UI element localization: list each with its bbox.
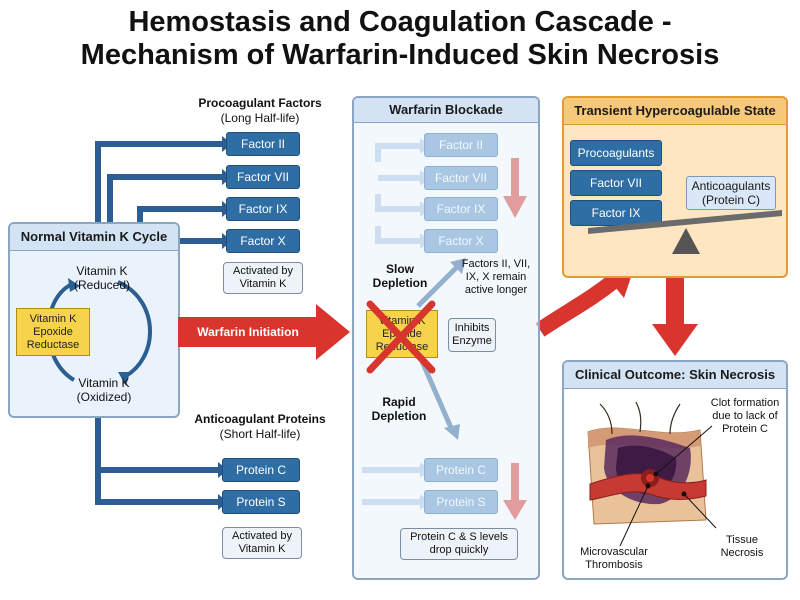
tissue-necrosis-label: Tissue Necrosis <box>720 534 764 559</box>
title-line-2: Mechanism of Warfarin-Induced Skin Necro… <box>80 39 720 71</box>
anticoagulant-heading: Anticoagulant Proteins <box>194 412 326 426</box>
procoagulant-subheading: (Long Half-life) <box>220 111 300 125</box>
anticoagulant-activated-note: Activated by Vitamin K <box>222 527 302 559</box>
blockade-protein-s: Protein S <box>424 490 498 514</box>
procoagulant-heading: Procoagulant Factors <box>198 96 322 110</box>
factor-ix-box: Factor IX <box>226 197 300 221</box>
vitamin-k-cycle-header: Normal Vitamin K Cycle <box>10 224 178 251</box>
anticoagulants-box: Anticoagulants (Protein C) <box>686 176 776 210</box>
hypercoagulable-header: Transient Hypercoagulable State <box>564 98 786 125</box>
blockade-factor-ii: Factor II <box>424 133 498 157</box>
vkor-enzyme-box: Vitamin K Epoxide Reductase <box>16 308 90 356</box>
protein-s-box: Protein S <box>222 490 300 514</box>
warfarin-blockade-header: Warfarin Blockade <box>354 98 538 123</box>
microvascular-thrombosis-label: Microvascular Thrombosis <box>580 546 648 571</box>
factor-vii-box: Factor VII <box>226 165 300 189</box>
blockade-protein-c: Protein C <box>424 458 498 482</box>
anticoagulant-subheading: (Short Half-life) <box>219 427 301 441</box>
blockade-factor-ix: Factor IX <box>424 197 498 221</box>
protein-c-box: Protein C <box>222 458 300 482</box>
clinical-outcome-header: Clinical Outcome: Skin Necrosis <box>564 362 786 389</box>
title-line-1: Hemostasis and Coagulation Cascade - <box>128 6 672 38</box>
arrow-to-outcome <box>652 278 698 356</box>
hyper-factor-ix-box: Factor IX <box>570 200 662 226</box>
page-title: Hemostasis and Coagulation Cascade - Mec… <box>0 6 800 72</box>
blockade-factor-x: Factor X <box>424 229 498 253</box>
procoagulants-box: Procoagulants <box>570 140 662 166</box>
factor-x-box: Factor X <box>226 229 300 253</box>
inhibits-enzyme-note: Inhibits Enzyme <box>448 318 496 352</box>
warfarin-initiation-label: Warfarin Initiation <box>197 325 299 339</box>
curve-arrow-to-hypercoag <box>535 273 620 337</box>
vitamin-k-oxidized-label: Vitamin K (Oxidized) <box>76 376 132 404</box>
protein-drop-note: Protein C & S levels drop quickly <box>400 528 518 560</box>
factors-active-note: Factors II, VII, IX, X remain active lon… <box>461 258 531 296</box>
blockade-factor-vii: Factor VII <box>424 166 498 190</box>
slow-depletion-label: Slow Depletion <box>372 262 428 290</box>
rapid-depletion-label: Rapid Depletion <box>371 395 427 423</box>
procoagulant-activated-note: Activated by Vitamin K <box>223 262 303 294</box>
factor-ii-box: Factor II <box>226 132 300 156</box>
hyper-factor-vii-box: Factor VII <box>570 170 662 196</box>
clot-formation-label: Clot formation due to lack of Protein C <box>710 397 780 435</box>
vitamin-k-reduced-label: Vitamin K (Reduced) <box>73 264 131 292</box>
